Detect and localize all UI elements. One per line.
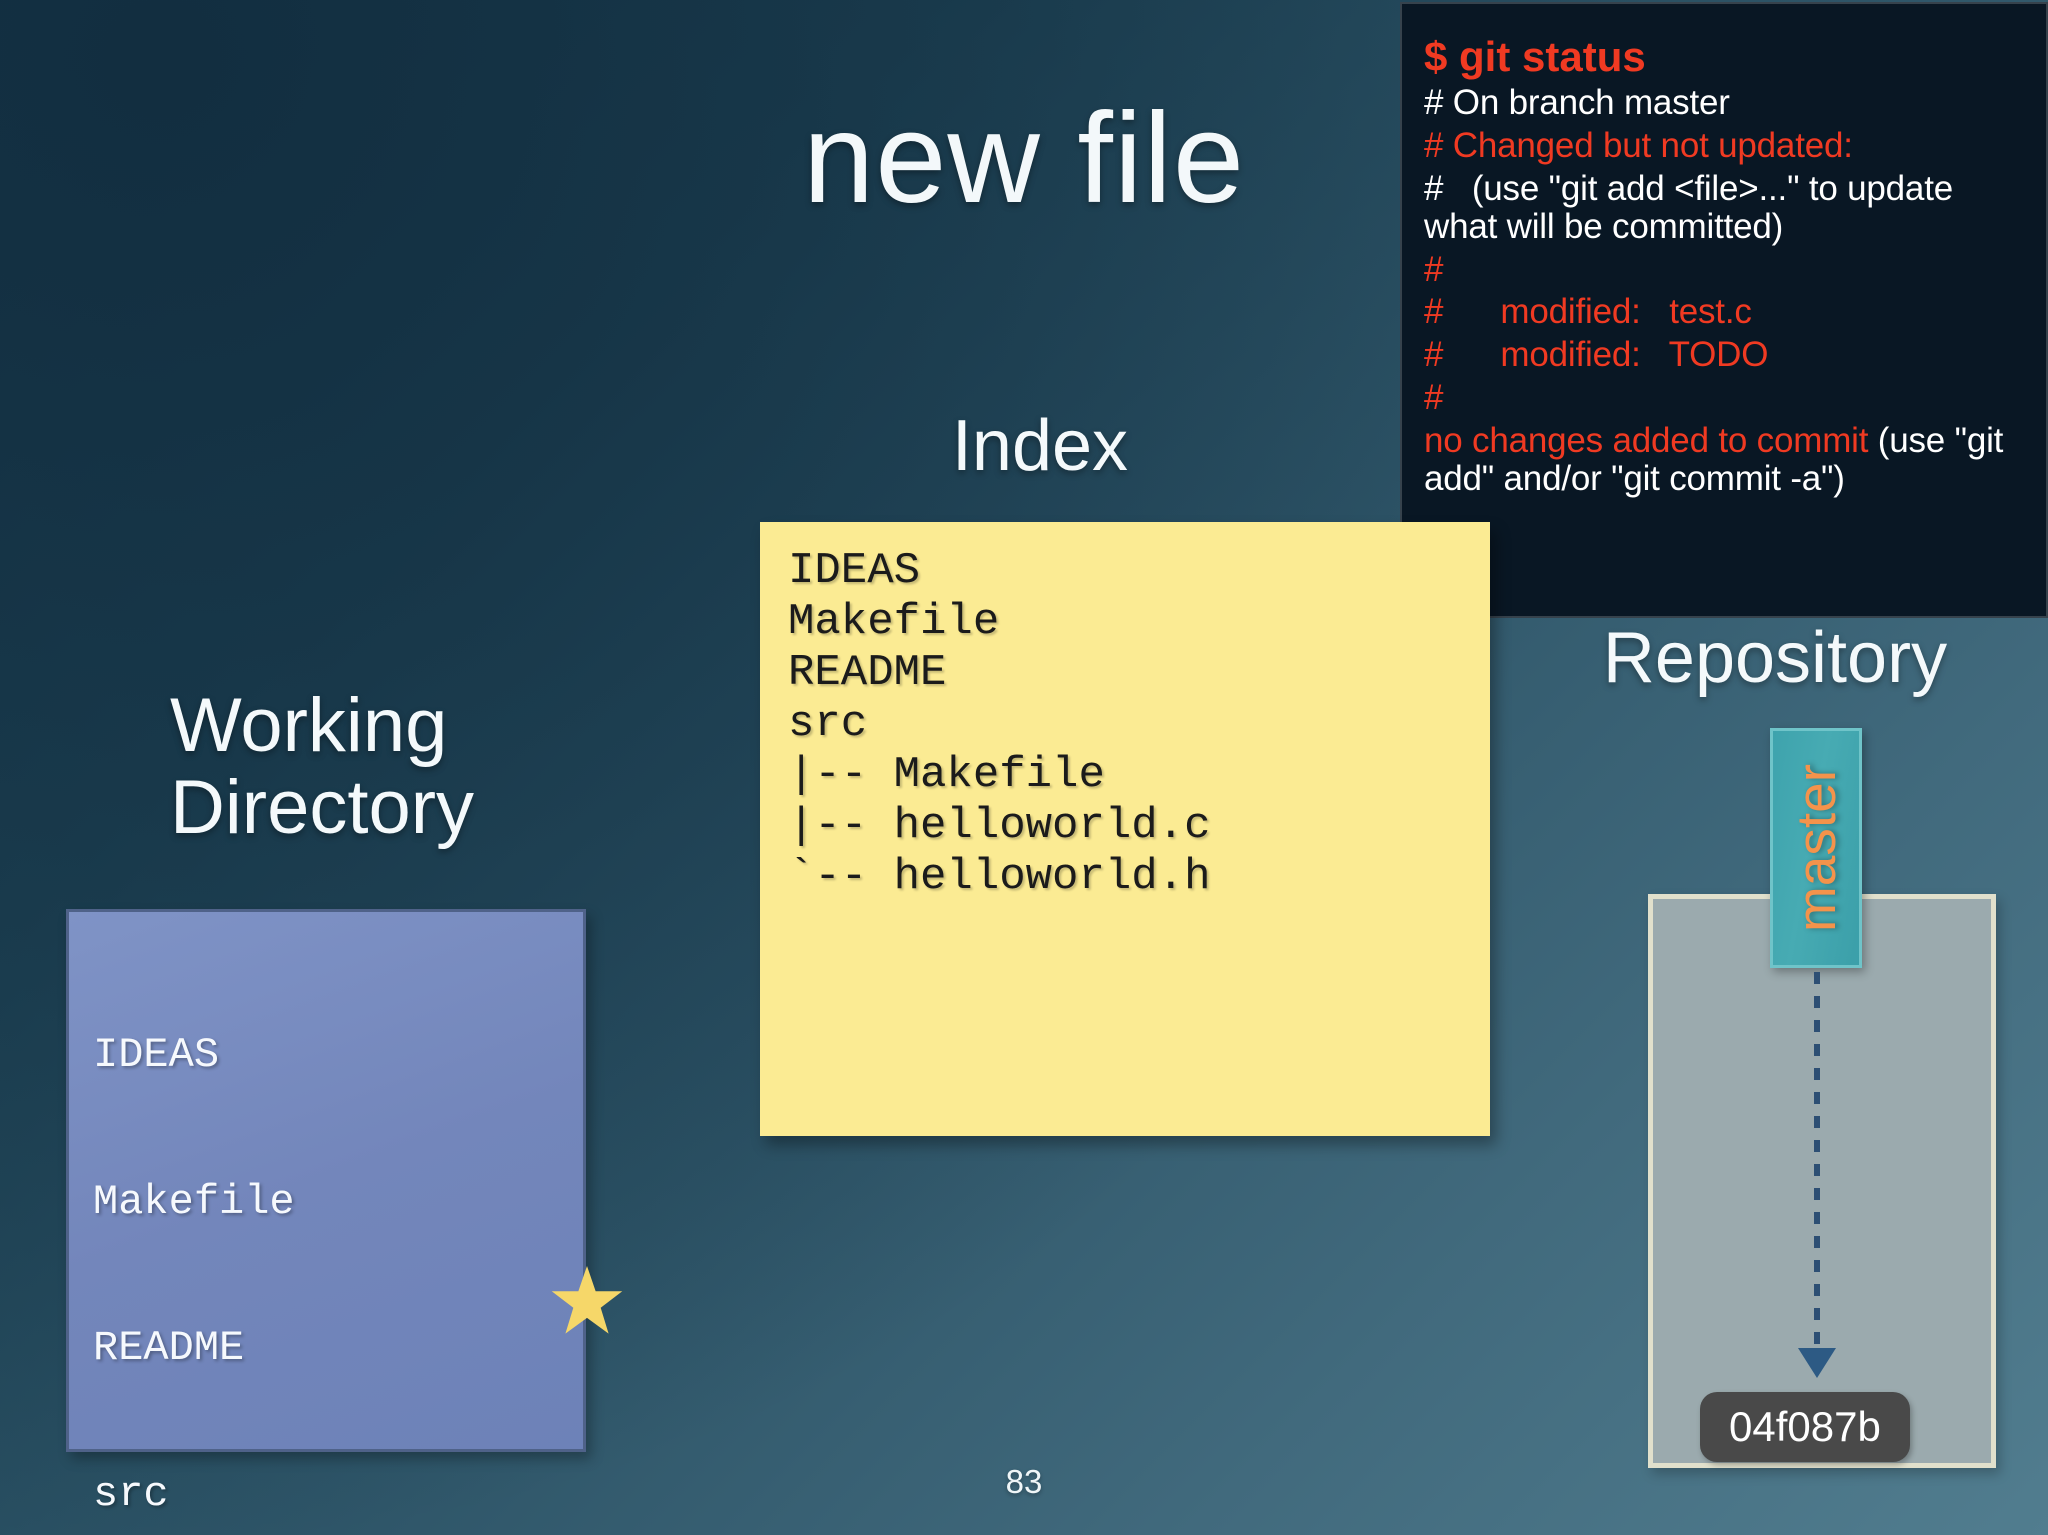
index-note: IDEAS Makefile README src |-- Makefile |… — [760, 522, 1490, 1136]
index-line-1: Makefile — [788, 597, 1000, 648]
page-title: new file — [803, 87, 1245, 230]
terminal-line-3: # — [1424, 249, 1444, 289]
git-status-terminal: $ git status # On branch master # Change… — [1400, 2, 2048, 618]
repository-box — [1648, 894, 1996, 1468]
terminal-line-2: # (use "git add <file>..." to update wha… — [1424, 168, 1963, 246]
workdir-line-1: Makefile — [93, 1177, 295, 1226]
index-line-5: |-- helloworld.c — [788, 801, 1211, 852]
index-file-listing: IDEAS Makefile README src |-- Makefile |… — [788, 546, 1210, 903]
branch-pointer-arrow-line — [1814, 972, 1820, 1360]
terminal-line-0: # On branch master — [1424, 83, 1730, 123]
terminal-footer-white: (use "git add" and/or "git commit -a") — [1424, 420, 2013, 498]
branch-tag-label: master — [1785, 763, 1847, 933]
commit-badge: 04f087b — [1700, 1392, 1910, 1462]
index-line-2: README — [788, 648, 947, 699]
working-directory-label-line2: Directory — [170, 765, 475, 851]
index-line-4: |-- Makefile — [788, 750, 1105, 801]
branch-tag-master: master — [1770, 728, 1862, 968]
terminal-footer-red: no changes added to commit — [1424, 420, 1878, 460]
workdir-line-2: README — [93, 1323, 245, 1372]
index-label: Index — [951, 406, 1129, 486]
working-directory-file-listing: IDEAS Makefile README src |-- Makefile |… — [93, 934, 547, 1535]
terminal-line-5: # modified: TODO — [1424, 335, 1769, 375]
branch-pointer-arrowhead-icon — [1798, 1348, 1836, 1378]
workdir-line-0: IDEAS — [93, 1031, 220, 1080]
terminal-line-6: # — [1424, 377, 1444, 417]
terminal-line-1: # Changed but not updated: — [1424, 126, 1853, 166]
working-directory-label-line1: Working — [170, 683, 448, 768]
index-line-3: src — [788, 699, 868, 750]
terminal-command: $ git status — [1424, 33, 1646, 80]
terminal-footer: no changes added to commit (use "git add… — [1424, 420, 2024, 498]
page-number: 83 — [1005, 1463, 1043, 1500]
terminal-line-4: # modified: test.c — [1424, 292, 1752, 332]
index-line-6: `-- helloworld.h — [788, 852, 1211, 903]
index-line-0: IDEAS — [788, 546, 921, 596]
repository-label: Repository — [1602, 618, 1948, 698]
working-directory-box: IDEAS Makefile README src |-- Makefile |… — [66, 909, 586, 1518]
workdir-line-3: src — [93, 1469, 169, 1518]
